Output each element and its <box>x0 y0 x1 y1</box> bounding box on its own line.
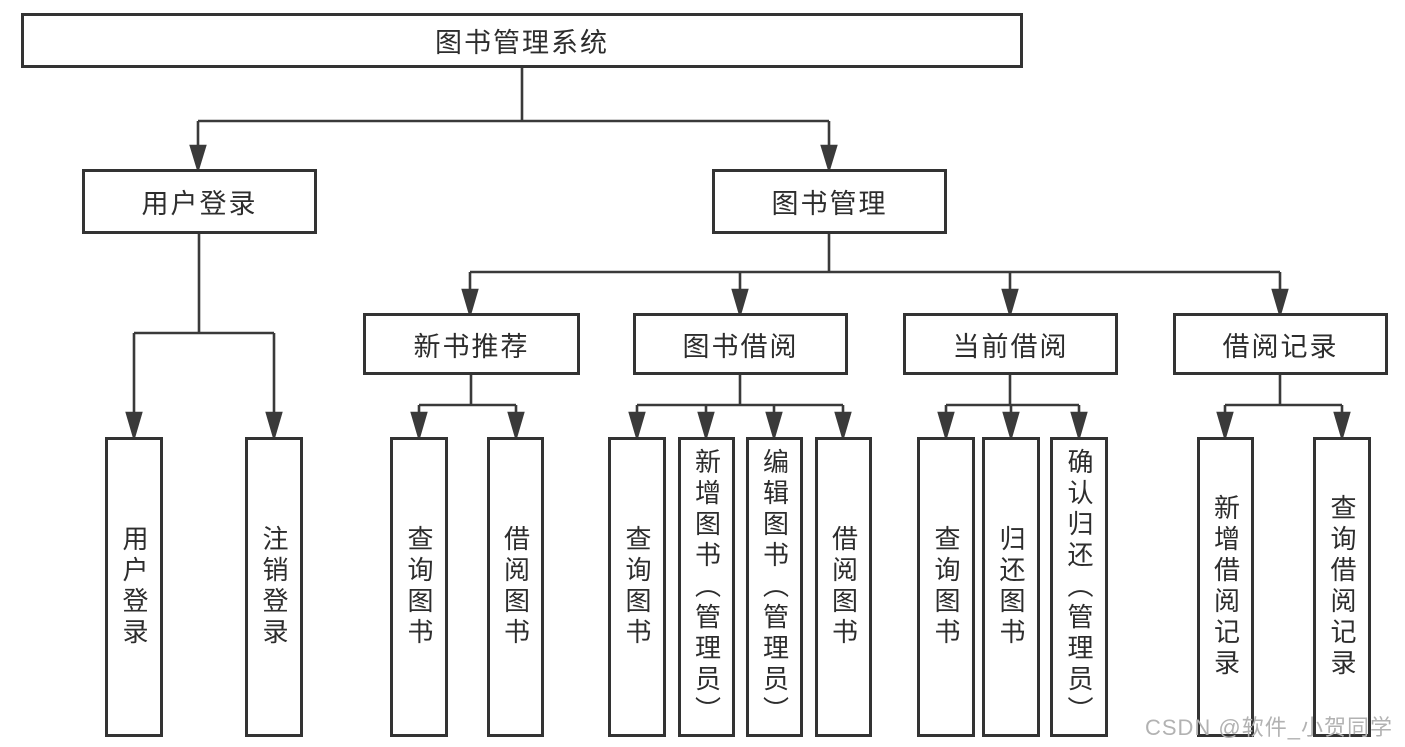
connector-borrow-rec-to-leaves <box>1216 375 1351 442</box>
leaf-user-login: 用户登录 <box>105 437 163 737</box>
arrow-down-icon <box>697 411 715 442</box>
node-label: 借阅图书 <box>500 525 531 649</box>
node-label: 借阅记录 <box>1222 331 1339 362</box>
node-label: 注销登录 <box>259 525 289 649</box>
node-label: 图书管理 <box>771 189 888 219</box>
arrow-down-icon <box>937 411 955 442</box>
node-user-login: 用户登录 <box>82 169 317 234</box>
arrow-down-icon <box>189 144 207 174</box>
arrow-down-icon <box>461 288 479 319</box>
arrow-down-icon <box>820 144 838 174</box>
leaf-edit-books-admin: 编辑图书（管理员） <box>746 437 803 737</box>
connector-new-book-to-leaves <box>410 375 525 442</box>
node-label: 新增图书（管理员） <box>691 447 722 727</box>
arrow-down-icon <box>1002 411 1020 442</box>
connector-root-to-level2 <box>189 68 838 174</box>
leaf-logout: 注销登录 <box>245 437 303 737</box>
leaf-query-books-recommend: 查询图书 <box>390 437 448 737</box>
connector-book-borrow-to-leaves <box>628 375 852 442</box>
node-label: 借阅图书 <box>828 525 859 649</box>
node-label: 查询借阅记录 <box>1327 494 1357 680</box>
node-label: 编辑图书（管理员） <box>759 447 790 727</box>
arrow-down-icon <box>1216 411 1234 442</box>
node-label: 用户登录 <box>141 189 258 219</box>
leaf-add-borrow-record: 新增借阅记录 <box>1197 437 1254 737</box>
node-label: 当前借阅 <box>952 331 1069 362</box>
leaf-add-books-admin: 新增图书（管理员） <box>678 437 735 737</box>
arrow-down-icon <box>507 411 525 442</box>
node-library-management-system: 图书管理系统 <box>21 13 1023 68</box>
arrow-down-icon <box>125 411 143 442</box>
node-label: 新书推荐 <box>413 331 530 362</box>
arrow-down-icon <box>628 411 646 442</box>
leaf-return-books: 归还图书 <box>982 437 1040 737</box>
arrow-down-icon <box>265 411 283 442</box>
leaf-borrow-books-recommend: 借阅图书 <box>487 437 544 737</box>
arrow-down-icon <box>1001 288 1019 319</box>
node-book-borrowing: 图书借阅 <box>633 313 848 375</box>
leaf-confirm-return-admin: 确认归还（管理员） <box>1050 437 1108 737</box>
arrow-down-icon <box>410 411 428 442</box>
node-label: 图书管理系统 <box>435 28 609 58</box>
node-label: 用户登录 <box>119 525 149 649</box>
node-label: 归还图书 <box>996 525 1026 649</box>
leaf-query-borrow-record: 查询借阅记录 <box>1313 437 1371 737</box>
arrow-down-icon <box>1070 411 1088 442</box>
node-label: 查询图书 <box>931 525 961 649</box>
node-label: 新增借阅记录 <box>1210 494 1241 680</box>
node-current-borrowing: 当前借阅 <box>903 313 1118 375</box>
node-book-management: 图书管理 <box>712 169 947 234</box>
arrow-down-icon <box>765 411 783 442</box>
leaf-query-books-current: 查询图书 <box>917 437 975 737</box>
arrow-down-icon <box>1333 411 1351 442</box>
leaf-borrow-books: 借阅图书 <box>815 437 872 737</box>
connector-cur-borrow-to-leaves <box>937 375 1088 442</box>
node-label: 查询图书 <box>622 525 652 649</box>
node-label: 确认归还（管理员） <box>1064 447 1094 727</box>
arrow-down-icon <box>1271 288 1289 319</box>
node-label: 查询图书 <box>404 525 434 649</box>
connector-book-mgmt-to-level3 <box>461 234 1289 319</box>
node-label: 图书借阅 <box>682 331 799 362</box>
node-borrowing-records: 借阅记录 <box>1173 313 1388 375</box>
connector-user-login-to-leaves <box>125 234 283 442</box>
arrow-down-icon <box>731 288 749 319</box>
leaf-query-books-borrowing: 查询图书 <box>608 437 666 737</box>
node-new-book-recommendation: 新书推荐 <box>363 313 580 375</box>
arrow-down-icon <box>834 411 852 442</box>
csdn-watermark: CSDN @软件_小贺同学 <box>1144 715 1393 740</box>
